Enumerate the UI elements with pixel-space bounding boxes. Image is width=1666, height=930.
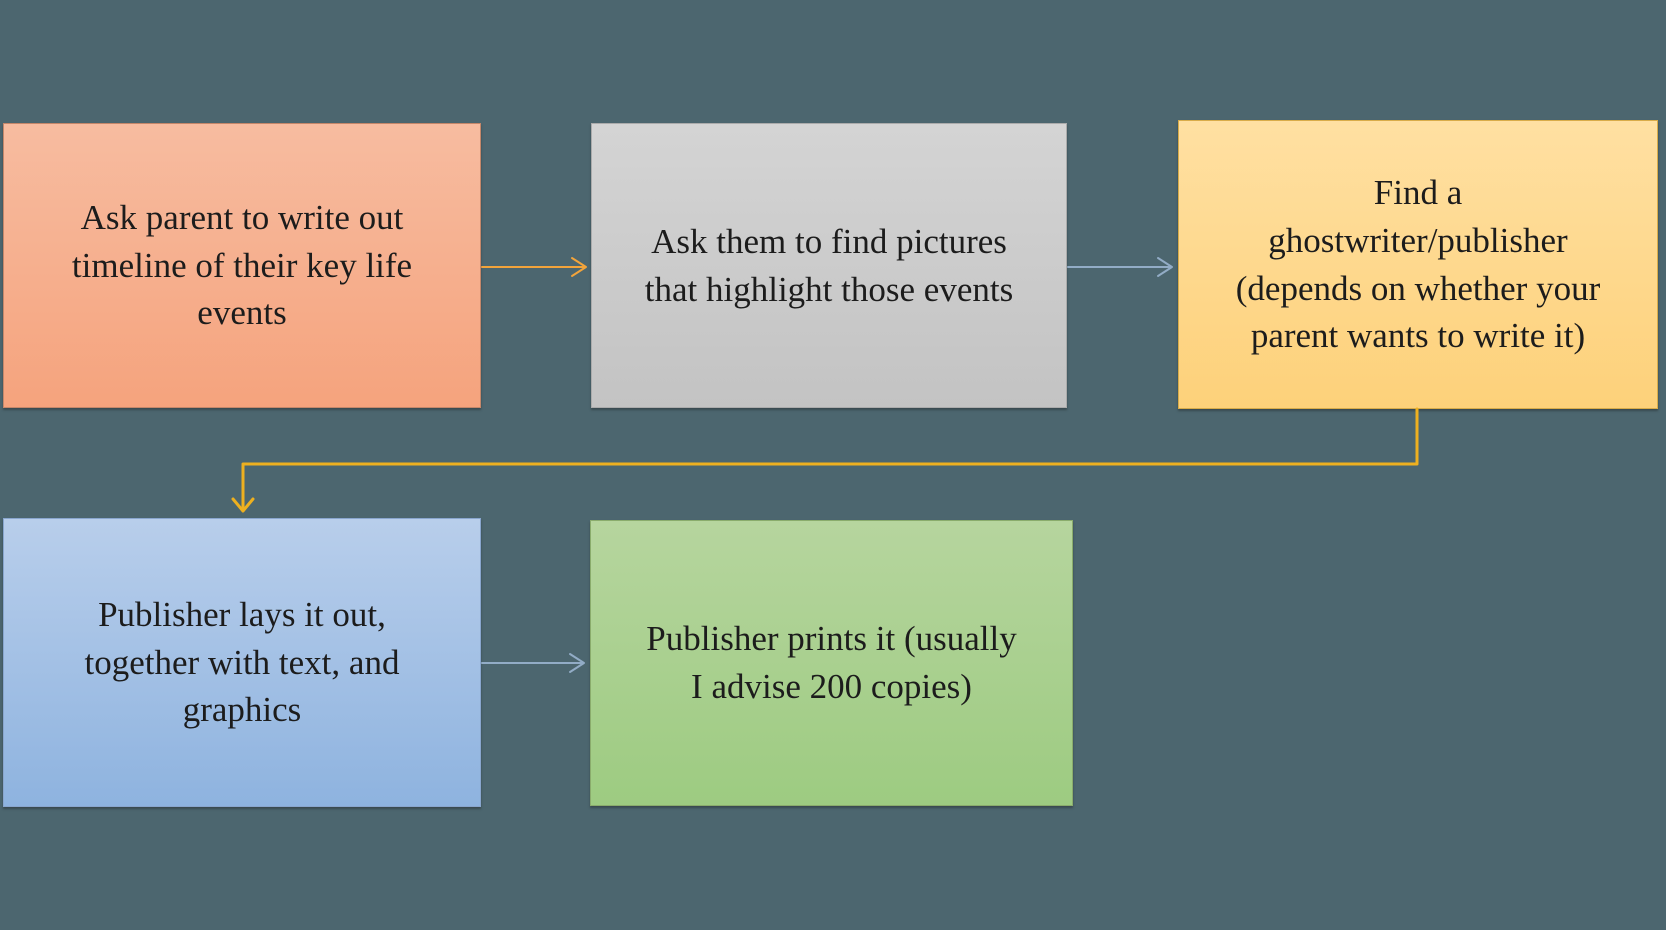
- connector-step3-step4-arrowhead-icon: [231, 497, 255, 513]
- connector-step2-step3: [1067, 257, 1173, 277]
- connector-step4-step5: [481, 653, 585, 673]
- node-step-5-label: Publisher prints it (usually I advise 20…: [646, 619, 1017, 706]
- node-step-5: Publisher prints it (usually I advise 20…: [590, 520, 1073, 806]
- node-step-1-label: Ask parent to write out timeline of thei…: [71, 197, 413, 333]
- connector-step3-step4-line: [241, 407, 1419, 509]
- connector-step1-step2-arrowhead-icon: [571, 257, 587, 277]
- node-step-2: Ask them to find pictures that highlight…: [591, 123, 1067, 408]
- connector-step4-step5-arrowhead-icon: [569, 653, 585, 673]
- node-step-2-label: Ask them to find pictures that highlight…: [644, 221, 1014, 309]
- node-step-4: Publisher lays it out, together with tex…: [3, 518, 481, 807]
- connector-step2-step3-arrowhead-icon: [1157, 257, 1173, 277]
- node-step-3-label: Find a ghostwriter/publisher (depends on…: [1235, 172, 1601, 356]
- node-step-3: Find a ghostwriter/publisher (depends on…: [1178, 120, 1658, 409]
- connector-step3-step4: [231, 407, 1419, 513]
- node-step-4-label: Publisher lays it out, together with tex…: [84, 594, 400, 730]
- connector-step1-step2: [481, 257, 587, 277]
- node-step-1: Ask parent to write out timeline of thei…: [3, 123, 481, 408]
